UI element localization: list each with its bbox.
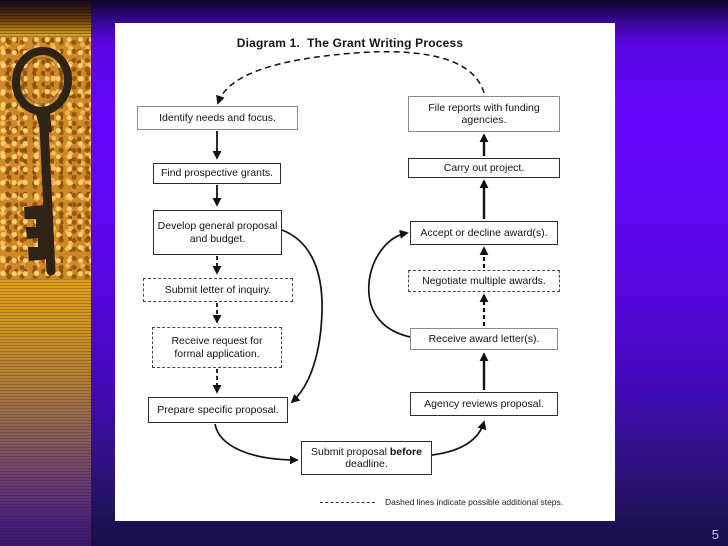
flow-box-receive-request: Receive request for formal application. — [152, 327, 282, 368]
flow-box-submit-proposal: Submit proposal before deadline. — [301, 441, 432, 475]
legend-dash-sample — [320, 501, 375, 503]
legend: Dashed lines indicate possible additiona… — [320, 497, 563, 507]
flow-box-carry-out-project: Carry out project. — [408, 158, 560, 178]
flow-box-label: Agency reviews proposal. — [424, 397, 544, 410]
sidebar-decoration — [0, 0, 91, 546]
antique-key-image — [0, 37, 91, 279]
flow-box-label: File reports with funding agencies. — [428, 101, 540, 126]
flow-box-negotiate-awards: Negotiate multiple awards. — [408, 270, 560, 292]
flow-box-label: Receive request for formal application. — [171, 335, 263, 360]
flow-box-label: Accept or decline award(s). — [420, 226, 548, 239]
flow-box-label: Carry out project. — [443, 161, 525, 174]
flow-box-prepare-proposal: Prepare specific proposal. — [148, 397, 288, 423]
flow-box-label: Submit proposal before deadline. — [311, 445, 422, 470]
flow-box-label: Develop general proposal and budget. — [157, 220, 278, 245]
legend-text: Dashed lines indicate possible additiona… — [385, 497, 564, 507]
flow-box-develop-proposal: Develop general proposal and budget. — [153, 210, 282, 255]
flow-box-file-reports: File reports with funding agencies. — [408, 96, 560, 132]
flow-box-label: Find prospective grants. — [160, 167, 274, 180]
flow-box-submit-inquiry: Submit letter of inquiry. — [143, 278, 293, 302]
flow-box-find-grants: Find prospective grants. — [153, 163, 281, 184]
flow-box-accept-decline: Accept or decline award(s). — [410, 221, 558, 245]
flow-box-label: Identify needs and focus. — [159, 111, 276, 124]
flow-box-label: Receive award letter(s). — [428, 332, 540, 345]
bold-word-before: before — [389, 445, 422, 458]
slide-content-area: Diagram 1. The Grant Writing Process — [115, 23, 615, 521]
sidebar-top-gradient — [0, 0, 91, 37]
flow-box-agency-reviews: Agency reviews proposal. — [410, 392, 558, 416]
key-icon — [11, 47, 73, 276]
flow-box-label: Negotiate multiple awards. — [422, 274, 546, 287]
sidebar-bottom-gradient — [0, 279, 91, 546]
flow-box-label: Submit letter of inquiry. — [164, 283, 272, 296]
flow-box-identify-needs: Identify needs and focus. — [137, 106, 298, 130]
flow-box-receive-award: Receive award letter(s). — [410, 328, 558, 350]
flowchart-connectors — [212, 50, 489, 465]
flow-box-label: Prepare specific proposal. — [157, 403, 279, 416]
slide-page-number: 5 — [711, 527, 719, 542]
diagram-title: Diagram 1. The Grant Writing Process — [236, 36, 464, 50]
